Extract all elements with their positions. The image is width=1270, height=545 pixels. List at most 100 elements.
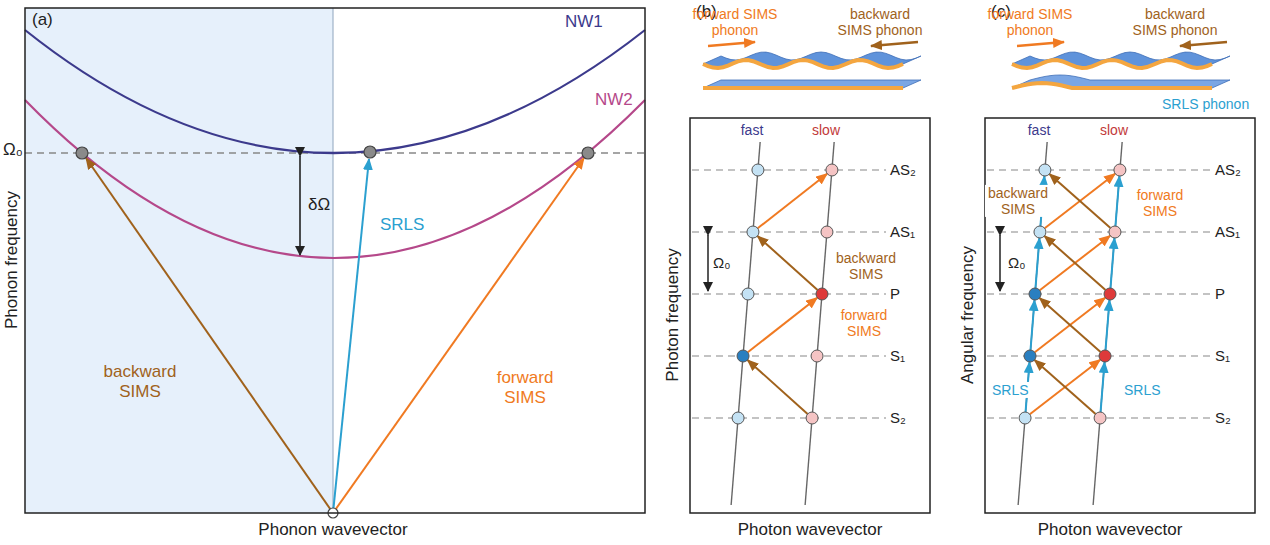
text-label: AS₁ [890,223,915,240]
omega-arrow [999,235,1001,291]
waveguide-bottom [703,80,921,88]
waveguide-top [1012,52,1230,68]
transition-arrow [1101,362,1105,412]
text-label: Ω₀ [713,254,730,271]
text-label: forward SIMS [475,368,575,407]
dispersion-line [1093,142,1122,505]
transition-arrow [1044,236,1105,290]
waveguide-edge [1012,83,1212,88]
transition-arrow [748,298,818,353]
text-label: Phonon wavevector [258,520,407,540]
transition-arrow [1045,174,1115,229]
transition-arrow [1040,236,1110,291]
dashed-level [692,169,886,170]
mode-dot [806,412,818,424]
nw2-curve [25,100,645,258]
mode-dot [826,164,838,176]
text-label: backward SIMS [85,362,195,401]
text-label: SRLS [1122,382,1163,398]
transition-arrow [1106,300,1110,350]
omega-arrow [707,235,709,291]
text-label: NW2 [595,90,633,110]
forward-arrow [333,158,584,513]
text-label: SRLS phonon [1162,96,1249,112]
text-label: SRLS [380,215,424,235]
dot [364,146,376,158]
text-label: P [1215,285,1225,302]
text-label: S₂ [1215,409,1231,426]
dashed-level [692,417,886,418]
mode-dot [1039,164,1051,176]
dispersion-line [731,142,760,505]
mode-dot [1034,226,1046,238]
panel-a [25,8,645,518]
waveguide-edge [703,60,903,68]
text-label: forward SIMS phonon [985,6,1075,38]
text-label: Photon wavevector [1038,520,1183,540]
text-label: forward SIMS [833,307,895,339]
text-label: fast [741,122,764,138]
waveguide-top [703,52,921,68]
transition-arrow [1115,176,1119,226]
shaded-region [25,8,333,513]
dot [76,147,88,159]
transition-arrow [1030,360,1100,415]
transition-arrow [1035,360,1096,414]
dashed-level [987,169,1211,170]
divider [332,8,333,513]
text-label: SRLS [990,382,1031,398]
text-label: slow [1100,122,1128,138]
transition-arrow [757,236,817,290]
transition-arrow [758,174,828,229]
text-label: AS₁ [1215,223,1240,240]
transition-arrow [1039,298,1100,352]
text-label: S₁ [1215,347,1230,364]
frame [985,118,1255,513]
transition-arrow [1035,298,1105,353]
dashed-level [987,293,1211,294]
mode-dot [742,288,754,300]
mode-dot [1104,288,1116,300]
text-label: δΩ [308,195,330,215]
text-label: P [890,285,900,302]
transition-arrow [1031,300,1035,350]
dot [582,147,594,159]
frame [25,8,645,513]
text-label: backward SIMS phonon [835,6,925,38]
text-label: AS₂ [890,161,916,178]
mode-dot [821,226,833,238]
text-label: Phonon frequency [2,191,22,329]
phonon-arrow [871,42,918,46]
mode-dot [732,412,744,424]
text-label: Angular frequency [958,246,978,384]
text-label: S₁ [890,347,905,364]
text-label: NW1 [565,12,603,32]
mode-dot [1109,226,1121,238]
mode-dot [747,226,759,238]
dashed-level [692,293,886,294]
delta-arrow [299,156,301,255]
text-label: S₂ [890,409,906,426]
backward-arrow [86,158,333,513]
mode-dot [1029,288,1041,300]
text-label: backward SIMS [833,250,899,282]
dashed-level [987,231,1211,232]
transition-arrow [1110,238,1114,288]
text-label: backward SIMS phonon [1130,6,1220,38]
mode-dot [1024,350,1036,362]
text-label: Photon wavevector [738,520,883,540]
text-label: Photon frequency [663,248,683,381]
srls-arrow [333,159,369,513]
mode-dot [1094,412,1106,424]
dashed-level [692,231,886,232]
dashed-level [692,355,886,356]
transition-arrow [1049,174,1110,228]
phonon-arrow [1017,42,1064,46]
text-label: (a) [32,10,53,30]
text-label: backward SIMS [985,185,1051,217]
frame [690,118,930,513]
mode-dot [1114,164,1126,176]
waveguide-bottom [1012,75,1230,88]
text-label: AS₂ [1215,161,1241,178]
